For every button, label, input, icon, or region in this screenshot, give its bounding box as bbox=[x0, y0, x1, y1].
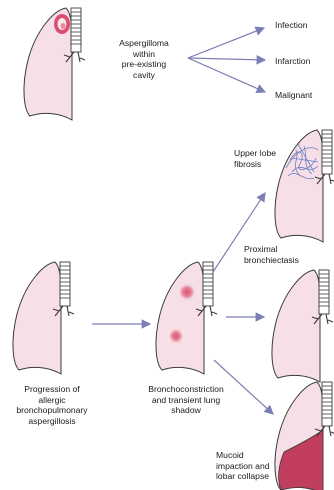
outcome-malignant: Malignant bbox=[275, 90, 312, 101]
fibrosis-label: Upper lobe fibrosis bbox=[234, 148, 276, 169]
aspergilloma-label: Aspergilloma within pre-existing cavity bbox=[104, 38, 184, 80]
top-arrows bbox=[188, 28, 265, 92]
branch-arrows bbox=[213, 193, 273, 414]
progression-lung bbox=[13, 262, 61, 374]
bronchoconstriction-label: Bronchoconstriction and transient lung s… bbox=[134, 384, 238, 416]
outcome-infarction: Infarction bbox=[275, 56, 310, 67]
bronchoconstriction-lung bbox=[156, 262, 204, 374]
aspergilloma-cavity bbox=[54, 14, 70, 34]
collapse-label: Mucoid impaction and lobar collapse bbox=[216, 450, 270, 482]
bronchiectasis-label: Proximal bronchiectasis bbox=[244, 244, 299, 265]
fibrosis-lung bbox=[275, 130, 323, 242]
progression-label: Progression of allergic bronchopulmonary… bbox=[4, 384, 100, 426]
outcome-infection: Infection bbox=[275, 20, 308, 31]
bronchiectasis-lung bbox=[272, 270, 320, 382]
